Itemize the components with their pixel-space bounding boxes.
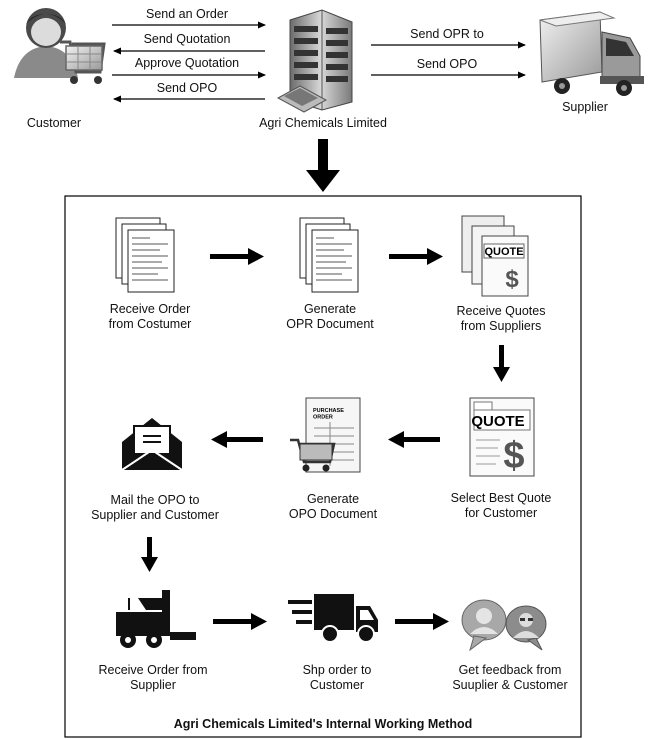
- svg-text:$: $: [505, 266, 519, 293]
- customer-label: Customer: [26, 116, 82, 130]
- main-down-arrow: [306, 139, 340, 192]
- arrow-5-to-6: [211, 431, 263, 448]
- arrow-6-to-7: [141, 537, 158, 572]
- quote-text-small: QUOTE: [484, 246, 523, 258]
- step-label-receive-quotes: Receive Quotes from Suppliers: [456, 304, 546, 333]
- arrow-2-to-3: [389, 248, 443, 265]
- company-building-icon: [276, 9, 353, 113]
- forklift-icon: [116, 590, 196, 648]
- arrow-8-to-9: [395, 613, 449, 630]
- arrow-1-to-2: [210, 248, 264, 265]
- arrow-7-to-8: [213, 613, 267, 630]
- order-documents-icon: [115, 217, 175, 293]
- step-label-get-feedback: Get feedback from Suuplier & Customer: [452, 663, 568, 692]
- internal-method-box: [64, 195, 582, 738]
- msg-send-opo-supplier: Send OPO: [416, 57, 478, 71]
- customer-shopper-icon: [14, 8, 106, 84]
- step-label-ship-order: Shp order to Customer: [302, 663, 372, 692]
- svg-text:$: $: [503, 435, 524, 477]
- quote-text-large: QUOTE: [471, 413, 524, 430]
- customer-company-arrows: [112, 21, 266, 103]
- company-supplier-arrows: [371, 41, 526, 79]
- step-arrows: [141, 248, 510, 630]
- supplier-label: Supplier: [562, 100, 608, 114]
- msg-send-quotation: Send Quotation: [143, 32, 231, 46]
- delivery-truck-icon: [288, 594, 378, 643]
- msg-send-opo-customer: Send OPO: [156, 81, 218, 95]
- opr-documents-icon: [299, 217, 359, 293]
- quotes-stack-icon: QUOTE $: [461, 215, 529, 297]
- step-label-select-quote: Select Best Quote for Customer: [450, 491, 552, 520]
- quote-dollar-icon: QUOTE $: [469, 397, 535, 477]
- msg-approve-quotation: Approve Quotation: [134, 56, 240, 70]
- msg-send-order: Send an Order: [146, 7, 228, 21]
- internal-method-title: Agri Chemicals Limited's Internal Workin…: [173, 717, 473, 731]
- step-label-receive-from-supplier: Receive Order from Supplier: [98, 663, 208, 692]
- feedback-people-icon: [461, 599, 547, 652]
- step-label-generate-opo: Generate OPO Document: [288, 492, 378, 521]
- step-label-receive-order: Receive Order from Costumer: [108, 302, 192, 331]
- company-label: Agri Chemicals Limited: [259, 116, 387, 130]
- envelope-icon: [121, 418, 183, 471]
- step-label-mail-opo: Mail the OPO to Supplier and Customer: [91, 493, 219, 522]
- msg-send-opr: Send OPR to: [410, 27, 484, 41]
- arrow-3-to-4: [493, 345, 510, 382]
- step-label-generate-opr: Generate OPR Document: [286, 302, 374, 331]
- arrow-4-to-5: [388, 431, 440, 448]
- supplier-truck-icon: [539, 11, 644, 96]
